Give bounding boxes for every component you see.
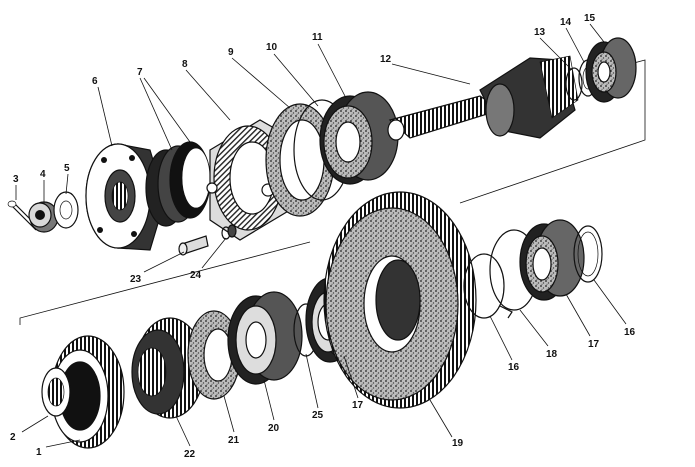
callout-4: 4 <box>40 169 46 180</box>
callout-25: 25 <box>312 410 324 421</box>
circlip-middle-part <box>463 253 505 319</box>
washer-part <box>53 191 79 229</box>
callout-24: 24 <box>190 270 202 281</box>
callout-19: 19 <box>452 438 464 449</box>
needle-bearing-part <box>227 291 303 385</box>
callout-5: 5 <box>64 163 70 174</box>
spur-gear-part <box>131 317 205 419</box>
callout-9: 9 <box>228 47 234 58</box>
callout-16-right: 16 <box>624 327 636 338</box>
friction-disc-part <box>187 310 241 400</box>
bolt-part <box>178 235 209 256</box>
roller-bearing-part <box>319 91 399 185</box>
callout-10: 10 <box>266 42 278 53</box>
callout-15: 15 <box>584 13 596 24</box>
callout-7: 7 <box>137 67 143 78</box>
callout-17-right: 17 <box>588 339 600 350</box>
large-drive-gear-part <box>323 191 477 409</box>
callout-17-left: 17 <box>352 400 364 411</box>
callout-14: 14 <box>560 17 572 28</box>
callout-11: 11 <box>312 32 323 43</box>
callout-22: 22 <box>184 449 196 460</box>
seal-rings-part <box>145 141 211 227</box>
callout-8: 8 <box>182 59 188 70</box>
small-washer-part <box>221 224 237 240</box>
gasket-part <box>265 103 335 217</box>
callout-2: 2 <box>10 432 16 443</box>
callout-13: 13 <box>534 27 546 38</box>
frame-lines <box>19 59 646 325</box>
end-bearing-part <box>585 37 637 103</box>
callout-6: 6 <box>92 76 98 87</box>
castle-nut-part <box>28 201 59 233</box>
callout-23: 23 <box>130 274 142 285</box>
locking-ring-part <box>41 367 71 417</box>
splined-shaft-part <box>387 55 579 141</box>
callout-16-middle: 16 <box>508 362 520 373</box>
callout-12: 12 <box>380 54 392 65</box>
snap-ring-part <box>565 67 583 101</box>
circlip-right-part <box>573 225 603 283</box>
callout-18: 18 <box>546 349 558 360</box>
taper-bearing-right-part <box>519 219 585 301</box>
callout-3: 3 <box>13 174 19 185</box>
leader-lines <box>15 23 627 448</box>
callout-1: 1 <box>36 447 42 458</box>
callout-20: 20 <box>268 423 280 434</box>
bearing-cover-part <box>206 119 296 241</box>
callout-labels: 3 4 5 6 7 8 9 10 11 12 13 14 15 23 24 2 … <box>10 13 636 460</box>
callout-21: 21 <box>228 435 240 446</box>
